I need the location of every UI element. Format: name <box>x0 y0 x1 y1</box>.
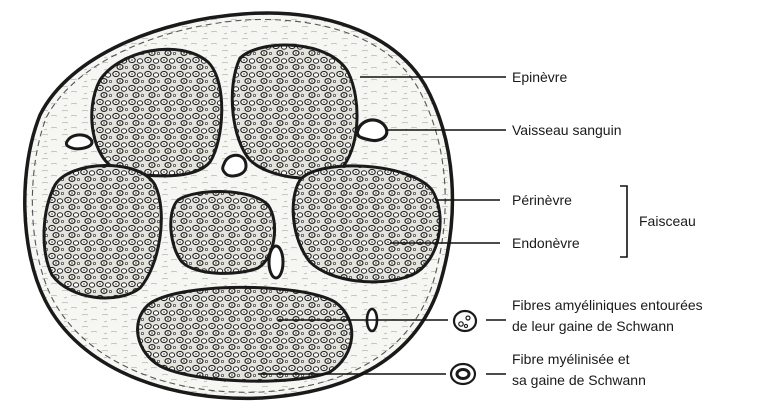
blood-vessel-center-bottom <box>269 246 283 278</box>
blood-vessel-center-top <box>223 155 246 176</box>
faisceau-bracket <box>620 186 627 257</box>
label-amyelin-line1: Fibres amyéliniques entourées <box>512 297 703 313</box>
label-vaisseau-sanguin: Vaisseau sanguin <box>512 122 621 138</box>
unmyelinated-fibers-icon <box>454 311 476 331</box>
fascicle-center <box>171 192 275 274</box>
label-epinevre: Epinèvre <box>512 69 567 85</box>
label-amyelin-line2: de leur gaine de Schwann <box>512 318 674 334</box>
label-myelin-line1: Fibre myélinisée et <box>512 351 630 367</box>
blood-vessel-left <box>66 135 92 149</box>
blood-vessel-right <box>357 120 387 141</box>
label-endonevre: Endonèvre <box>512 235 580 251</box>
label-faisceau: Faisceau <box>639 213 696 229</box>
fascicle-bottom <box>138 287 352 381</box>
fascicle-middle-left <box>44 165 161 297</box>
fascicle-middle-right <box>293 166 440 282</box>
label-myelin-line2: sa gaine de Schwann <box>512 372 646 388</box>
fascicle-top-right <box>232 45 357 178</box>
fascicle-top-left <box>92 49 222 176</box>
labels: Epinèvre Vaisseau sanguin Périnèvre Endo… <box>512 69 703 388</box>
myelinated-fiber-icon <box>451 364 475 384</box>
label-perinevre: Périnèvre <box>512 192 572 208</box>
